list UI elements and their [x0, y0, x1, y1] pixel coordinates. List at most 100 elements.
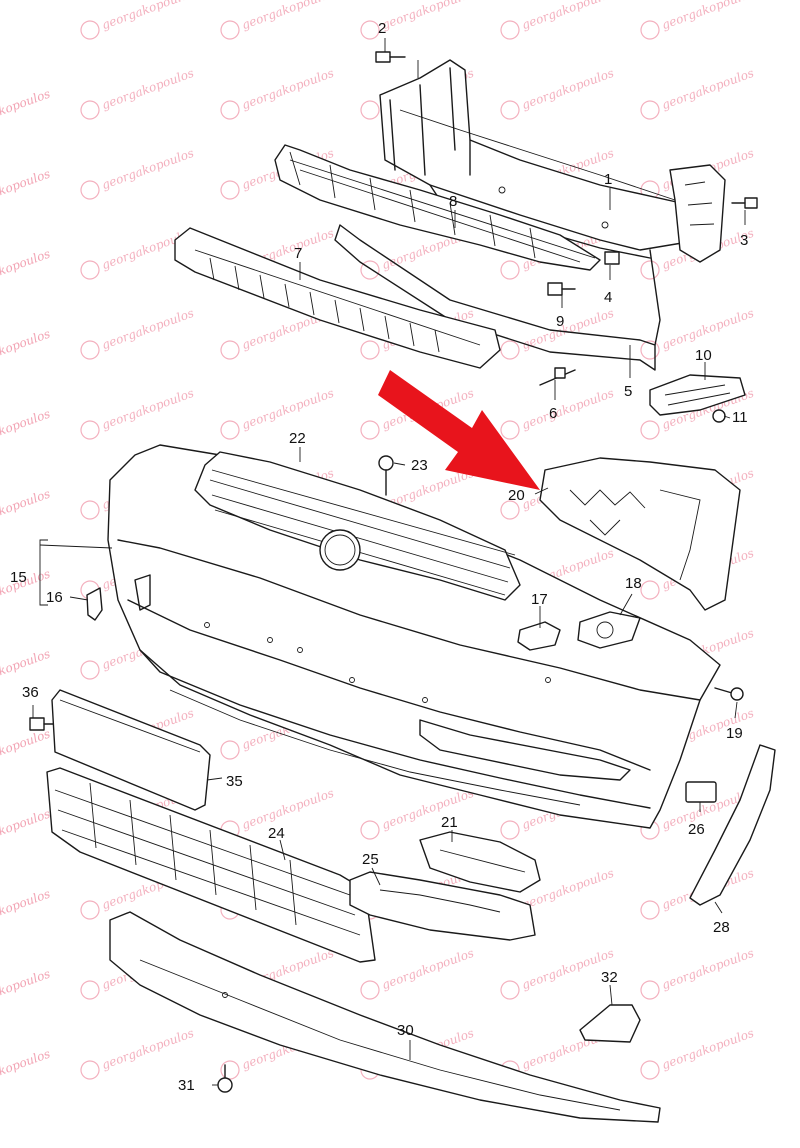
callout-32: 32: [601, 969, 618, 986]
watermark-logo-icon: [80, 100, 100, 120]
watermark-logo-icon: [500, 340, 520, 360]
watermark: georgakopoulos: [0, 807, 52, 853]
callout-24: 24: [268, 825, 285, 842]
watermark-text: georgakopoulos: [240, 66, 336, 112]
watermark-logo-icon: [500, 20, 520, 40]
watermark: georgakopoulos: [0, 727, 52, 773]
watermark: georgakopoulos: [500, 0, 616, 40]
callout-22: 22: [289, 430, 306, 447]
callout-16: 16: [46, 589, 63, 606]
watermark-logo-icon: [500, 100, 520, 120]
callout-28: 28: [713, 919, 730, 936]
callout-3: 3: [740, 232, 748, 249]
callout-23: 23: [411, 457, 428, 474]
watermark-logo-icon: [80, 260, 100, 280]
callout-15: 15: [10, 569, 27, 586]
watermark: georgakopoulos: [360, 946, 476, 1000]
callout-labels: 2 1 3 4 5 6 7 8 9 10 11 15 16 17 18 19 2…: [10, 20, 748, 1094]
watermark-text: georgakopoulos: [380, 946, 476, 992]
watermark-logo-icon: [640, 580, 660, 600]
watermark-text: georgakopoulos: [380, 786, 476, 832]
watermark-text: georgakopoulos: [660, 1026, 756, 1072]
watermark-logo-icon: [640, 420, 660, 440]
callout-7: 7: [294, 245, 302, 262]
watermark: georgakopoulos: [80, 146, 196, 200]
watermark: georgakopoulos: [80, 386, 196, 440]
watermark: georgakopoulos: [0, 887, 52, 933]
callout-19: 19: [726, 725, 743, 742]
clip-part-26: [685, 781, 717, 803]
watermark-text: georgakopoulos: [100, 1026, 196, 1072]
watermark-text: georgakopoulos: [100, 306, 196, 352]
watermark-text: georgakopoulos: [0, 247, 52, 293]
watermark: georgakopoulos: [500, 386, 616, 440]
watermark-text: georgakopoulos: [520, 66, 616, 112]
watermark-text: georgakopoulos: [0, 487, 52, 533]
watermark-text: georgakopoulos: [100, 66, 196, 112]
watermark-text: georgakopoulos: [240, 0, 336, 32]
watermark-logo-icon: [80, 180, 100, 200]
callout-18: 18: [625, 575, 642, 592]
watermark-logo-icon: [500, 420, 520, 440]
watermark-logo-icon: [360, 20, 380, 40]
callout-30: 30: [397, 1022, 414, 1039]
watermark-logo-icon: [640, 20, 660, 40]
watermark-text: georgakopoulos: [0, 87, 52, 133]
watermark-logo-icon: [220, 740, 240, 760]
watermark: georgakopoulos: [220, 0, 336, 40]
watermark: georgakopoulos: [640, 946, 756, 1000]
watermark: georgakopoulos: [80, 1026, 196, 1080]
fog-lamp-bracket-part-21: [419, 831, 541, 893]
watermark-logo-icon: [220, 420, 240, 440]
callout-10: 10: [695, 347, 712, 364]
watermark-logo-icon: [80, 500, 100, 520]
fastener-part-4: [604, 251, 620, 265]
watermark-logo-icon: [360, 340, 380, 360]
watermark-text: georgakopoulos: [660, 0, 756, 32]
watermark-text: georgakopoulos: [520, 386, 616, 432]
callout-17: 17: [531, 591, 548, 608]
leader-lines: [32, 38, 746, 1086]
mounting-bracket-right-part-3: [669, 164, 726, 263]
undertray-part-30: [109, 911, 661, 1123]
watermark-logo-icon: [80, 1060, 100, 1080]
watermark-logo-icon: [500, 820, 520, 840]
watermark-logo-icon: [640, 340, 660, 360]
callout-4: 4: [604, 289, 612, 306]
watermark-logo-icon: [640, 260, 660, 280]
bracket-part-32: [579, 1004, 641, 1043]
lower-grille-part-24: [46, 767, 376, 963]
watermark-logo-icon: [220, 1060, 240, 1080]
watermark-text: georgakopoulos: [0, 167, 52, 213]
direction-arrow: [378, 370, 540, 490]
watermark-logo-icon: [360, 100, 380, 120]
watermark-text: georgakopoulos: [100, 0, 196, 32]
watermark-text: georgakopoulos: [660, 946, 756, 992]
fastener-part-3-bolt: [731, 197, 758, 209]
watermark-logo-icon: [80, 20, 100, 40]
watermark-text: georgakopoulos: [0, 727, 52, 773]
watermark-logo-icon: [80, 980, 100, 1000]
watermark-text: georgakopoulos: [240, 386, 336, 432]
callout-1: 1: [604, 171, 612, 188]
callout-25: 25: [362, 851, 379, 868]
watermark-text: georgakopoulos: [0, 887, 52, 933]
watermark-logo-icon: [360, 420, 380, 440]
nut-part-11: [712, 409, 726, 423]
watermark-text: georgakopoulos: [660, 306, 756, 352]
watermark-logo-icon: [360, 820, 380, 840]
cover-part-18: [577, 611, 641, 649]
screw-part-23: [378, 455, 394, 496]
watermark: georgakopoulos: [360, 786, 476, 840]
watermark-logo-icon: [500, 260, 520, 280]
watermark: georgakopoulos: [220, 66, 336, 120]
watermark-logo-icon: [80, 340, 100, 360]
bracket-arm-part-5: [334, 224, 661, 371]
watermark-text: georgakopoulos: [0, 1047, 52, 1093]
watermark-text: georgakopoulos: [0, 327, 52, 373]
watermark-logo-icon: [500, 500, 520, 520]
watermark-text: georgakopoulos: [380, 0, 476, 32]
watermark: georgakopoulos: [0, 967, 52, 1013]
watermark-text: georgakopoulos: [0, 407, 52, 453]
